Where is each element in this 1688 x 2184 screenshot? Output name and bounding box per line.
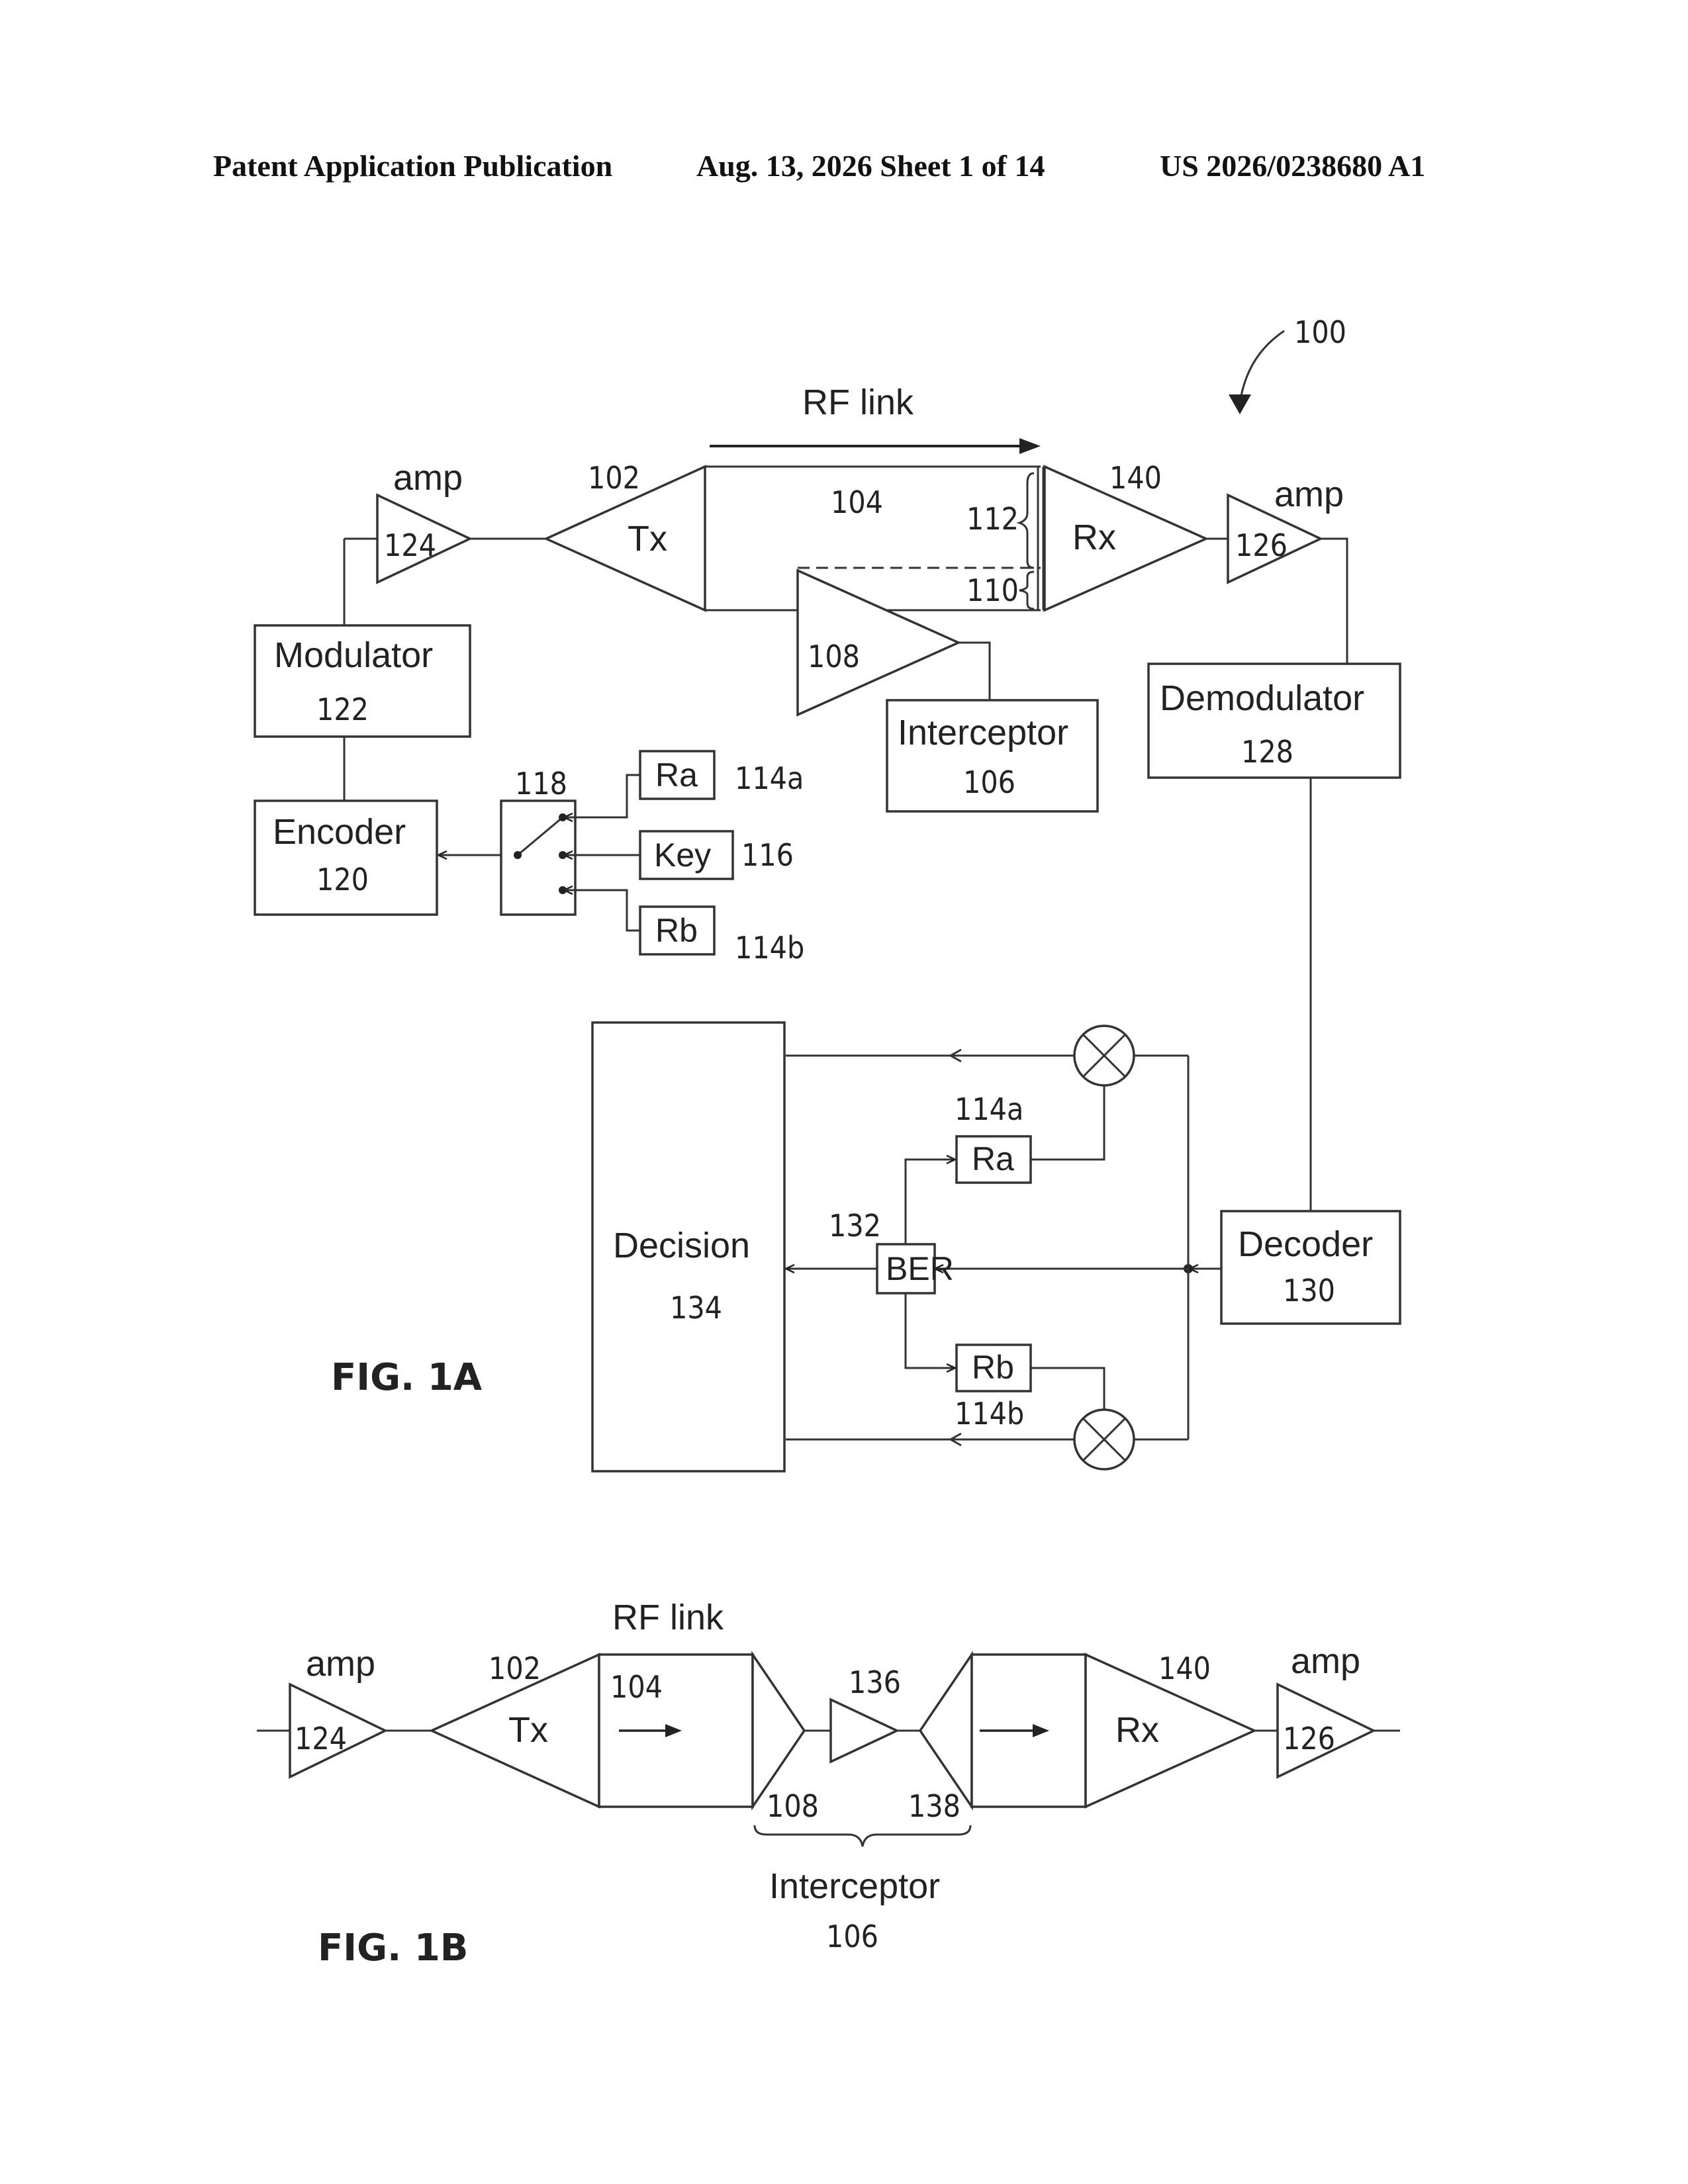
- key-label: Key: [654, 837, 711, 874]
- rb-ref: 114b: [735, 930, 804, 966]
- amp-to-interceptor-line: [959, 643, 990, 700]
- fig1b-rf-link-label: RF link: [612, 1598, 724, 1637]
- fig1b-interceptor-ref: 106: [826, 1919, 878, 1954]
- fig1b-ref-108: 108: [767, 1788, 819, 1824]
- fig1b-rx-ref: 140: [1158, 1651, 1211, 1686]
- decoder-label: Decoder: [1238, 1224, 1373, 1264]
- amp-126-ref: 126: [1235, 527, 1288, 563]
- demodulator-ref: 128: [1241, 734, 1293, 770]
- amp-124-label: amp: [393, 458, 463, 498]
- demodulator-label: Demodulator: [1160, 678, 1364, 718]
- fig1b-relay-amp: [831, 1700, 897, 1762]
- rf-link-arrowhead: [1019, 438, 1041, 454]
- encoder-label: Encoder: [273, 812, 406, 852]
- ra-ref-ref: 114a: [955, 1091, 1023, 1127]
- tx-label: Tx: [628, 519, 667, 559]
- fig1b-tx-label: Tx: [508, 1710, 548, 1750]
- decoder-ref: 130: [1283, 1273, 1335, 1308]
- fig-1b-label: FIG. 1B: [318, 1927, 468, 1970]
- fig1b-amp-124-label: amp: [306, 1644, 375, 1684]
- fig1b-rx-label: Rx: [1115, 1710, 1159, 1750]
- modulator-ref: 122: [316, 692, 369, 727]
- key-ref: 116: [741, 837, 794, 873]
- tx-ref: 102: [588, 460, 640, 496]
- switch-ref: 118: [515, 766, 567, 801]
- encoder-ref: 120: [316, 862, 369, 897]
- system-ref-arrowhead: [1229, 394, 1251, 414]
- ber-ref: 132: [829, 1208, 881, 1244]
- brace-110: [1019, 572, 1034, 609]
- interceptor-label: Interceptor: [898, 713, 1068, 752]
- ra-label: Ra: [655, 756, 698, 794]
- fig1b-amp-124-ref: 124: [295, 1721, 347, 1756]
- ber-to-rb-arrow: [906, 1293, 955, 1368]
- rb-ref-label: Rb: [972, 1349, 1014, 1386]
- fig-1a: 100 RF link amp 124 Tx 102 104 112 110 1…: [255, 314, 1400, 1471]
- fig1b-amp-126-ref: 126: [1283, 1721, 1335, 1756]
- ref-112: 112: [966, 501, 1019, 537]
- decision-ref: 134: [670, 1290, 722, 1326]
- fig1b-channel-ref: 104: [610, 1669, 663, 1705]
- fig1b-ref-138: 138: [908, 1788, 961, 1824]
- channel-ref: 104: [831, 484, 883, 520]
- rf-link-label: RF link: [802, 383, 914, 422]
- interceptor-ref: 106: [963, 764, 1015, 800]
- fig1b-interceptor-label: Interceptor: [769, 1866, 940, 1906]
- switch-pivot: [514, 851, 522, 859]
- amp-126-label: amp: [1274, 475, 1344, 514]
- rx-ref: 140: [1109, 460, 1162, 496]
- amp-124-ref: 124: [384, 527, 436, 563]
- rb-ref-ref: 114b: [955, 1396, 1024, 1432]
- rb-label: Rb: [655, 912, 698, 949]
- fig1b-tx-ref: 102: [489, 1651, 541, 1686]
- amp-to-demodulator-line: [1321, 539, 1347, 664]
- fig1b-interceptor-brace: [755, 1825, 970, 1846]
- modulator-label: Modulator: [274, 635, 433, 675]
- ref-110: 110: [966, 572, 1019, 608]
- brace-112: [1019, 473, 1034, 568]
- ra-ref: 114a: [735, 760, 804, 796]
- rb-to-lower-mixer: [1031, 1368, 1104, 1410]
- ber-to-ra-arrow: [906, 1160, 955, 1244]
- ber-label: BER: [886, 1250, 954, 1287]
- fig1b-amp-126-label: amp: [1291, 1641, 1360, 1681]
- fig1b-relay-amp-ref: 136: [849, 1664, 901, 1700]
- fig1b-horn-108: [753, 1655, 804, 1807]
- fig1b-horn-138: [920, 1655, 972, 1807]
- rx-label: Rx: [1072, 518, 1116, 557]
- intercept-amp-ref: 108: [808, 639, 860, 674]
- system-ref-label: 100: [1294, 314, 1346, 350]
- fig-1a-label: FIG. 1A: [331, 1356, 483, 1399]
- fig-1b: amp 124 Tx 102 RF link 104 108 136 138 R…: [257, 1598, 1400, 1970]
- ra-ref-label: Ra: [972, 1140, 1014, 1177]
- ra-to-upper-mixer: [1031, 1085, 1104, 1160]
- decision-label: Decision: [613, 1226, 750, 1265]
